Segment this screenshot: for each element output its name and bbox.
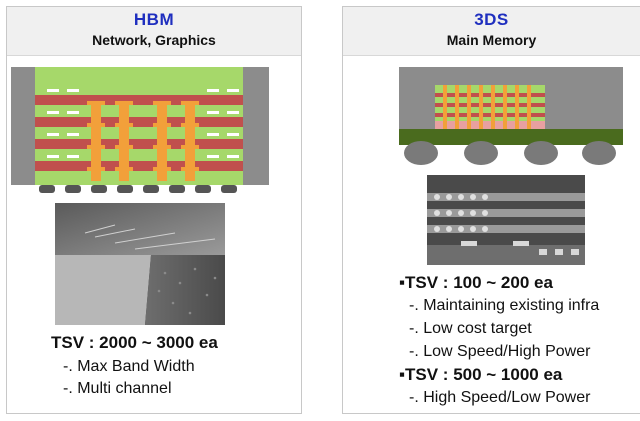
3ds-point-2: -. Low cost target [409,320,532,337]
3ds-panel: 3DS Main Memory [342,6,640,414]
3ds-header: 3DS Main Memory [343,7,640,56]
hbm-title: HBM [133,10,175,29]
3ds-subtitle: Main Memory [446,32,537,48]
3ds-point-4: -. High Speed/Low Power [409,389,591,406]
hbm-point-2: -. Multi channel [63,380,172,397]
hbm-header: HBM Network, Graphics [7,7,301,56]
hbm-tsv-count: TSV : 2000 ~ 3000 ea [51,333,218,352]
hbm-point-1: -. Max Band Width [63,358,195,375]
hbm-sem-image [55,203,225,325]
3ds-title: 3DS [474,10,509,29]
3ds-sem-image [427,175,585,265]
3ds-tsv-count-2: ▪TSV : 500 ~ 1000 ea [399,365,563,384]
hbm-stack-diagram [11,67,269,193]
3ds-point-3: -. Low Speed/High Power [409,343,591,360]
hbm-panel: HBM Network, Graphics [6,6,302,414]
3ds-tsv-count-1: ▪TSV : 100 ~ 200 ea [399,273,553,292]
3ds-point-1: -. Maintaining existing infra [409,297,600,314]
hbm-subtitle: Network, Graphics [92,32,216,48]
3ds-stack-diagram [399,67,623,165]
